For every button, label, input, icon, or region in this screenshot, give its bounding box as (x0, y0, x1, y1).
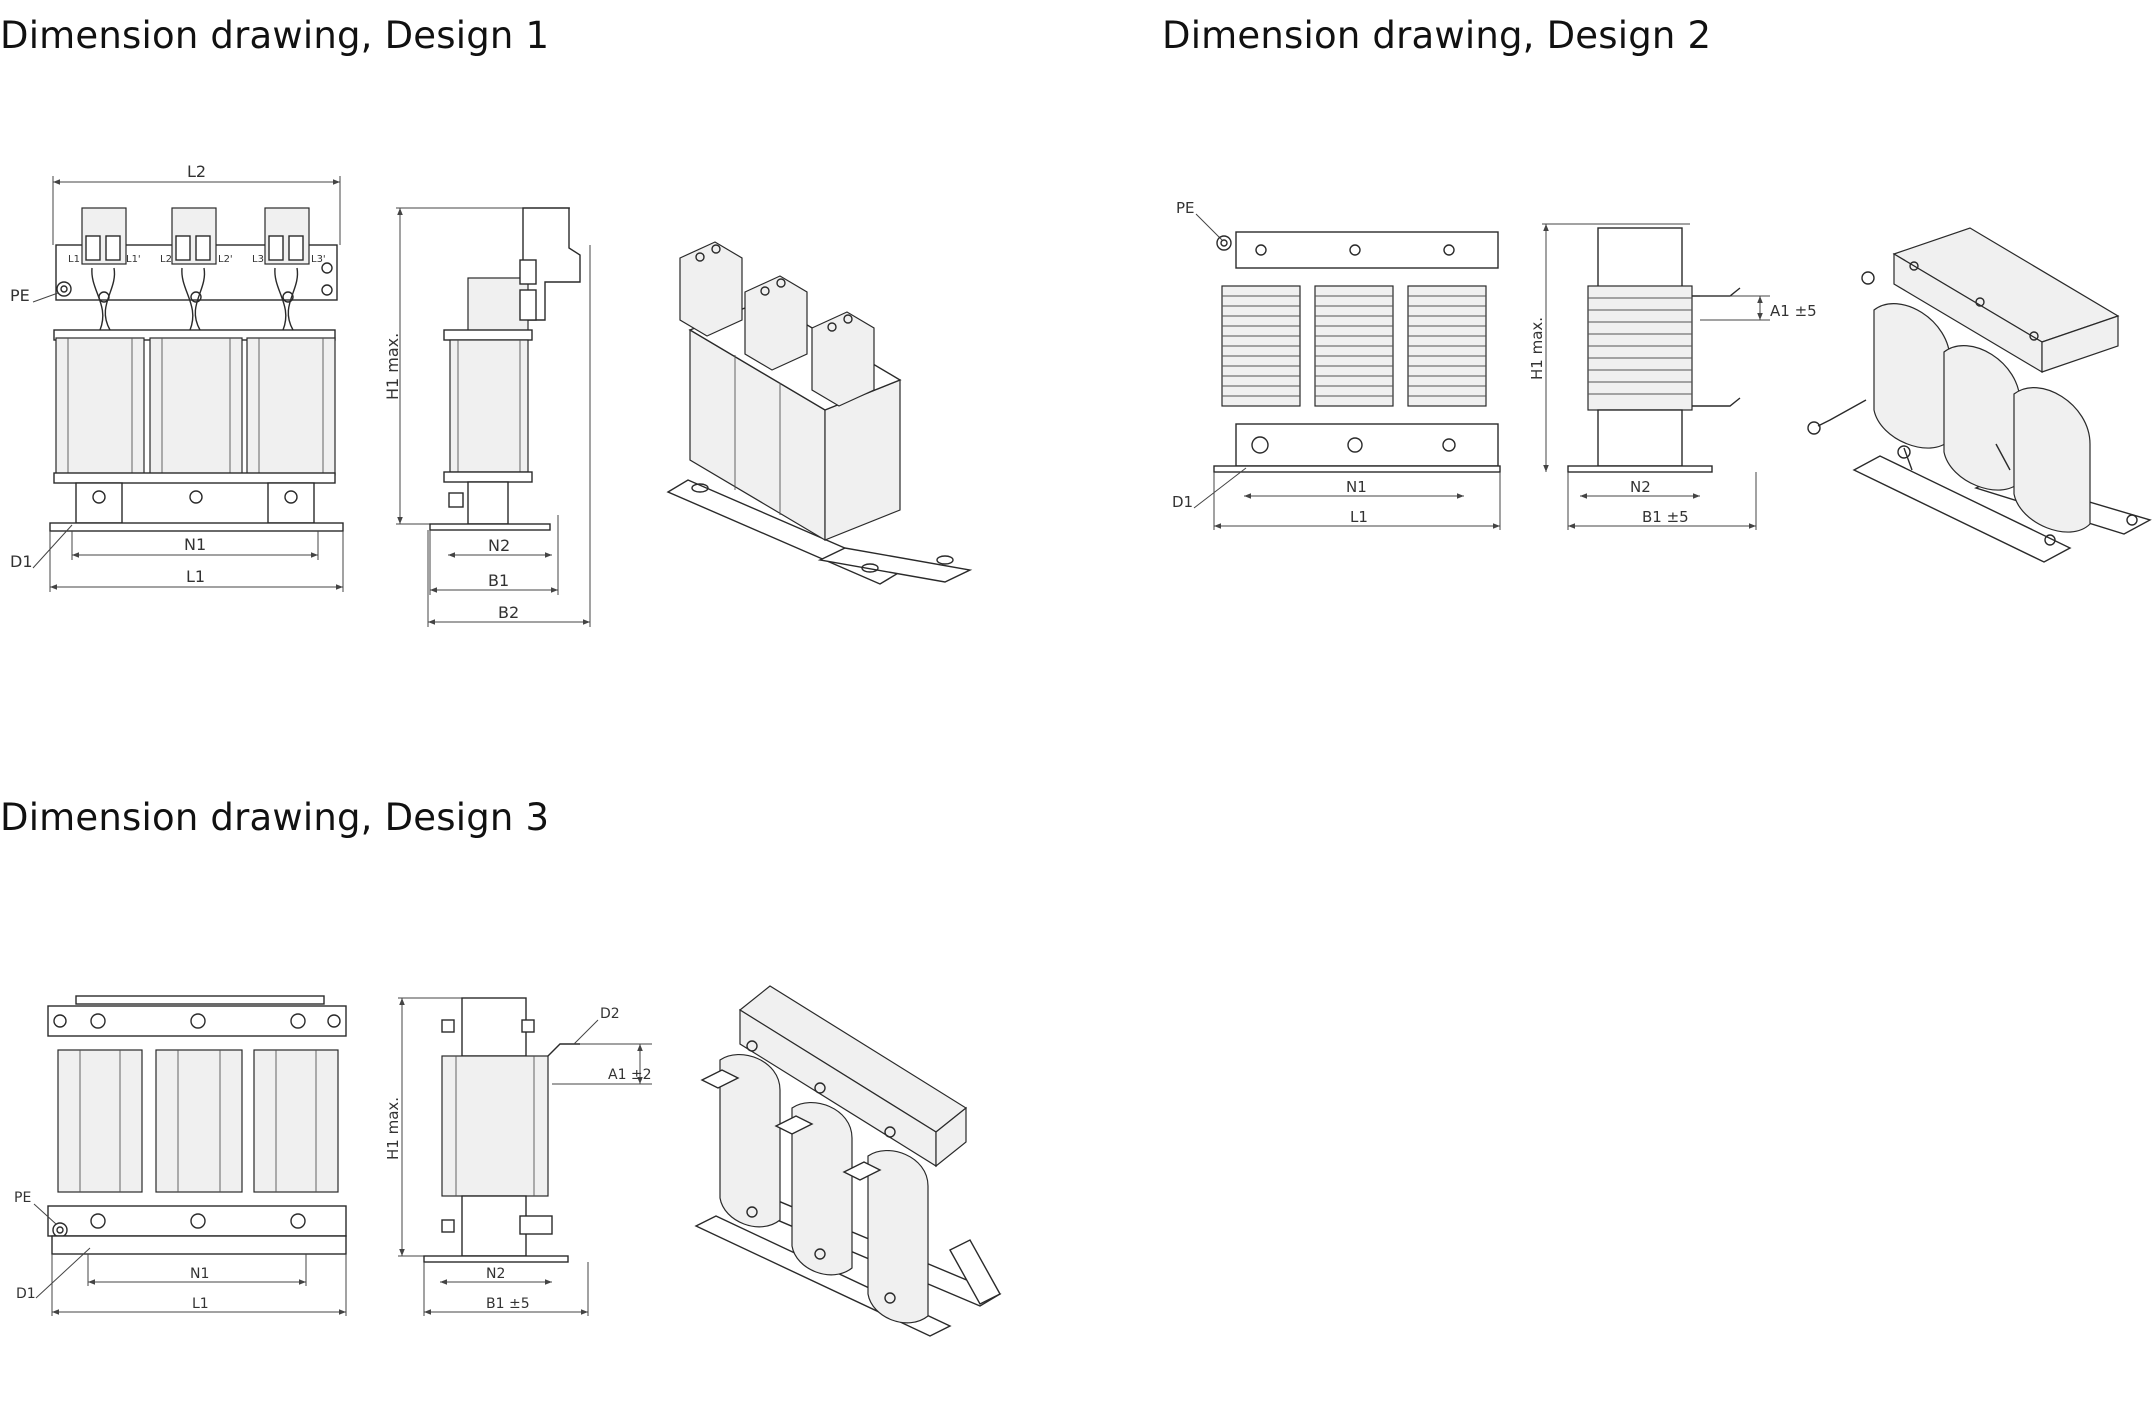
design-3-side-view: H1 max. A1 ±2 D2 N2 B1 ±5 (384, 997, 652, 1316)
d1-term-L2: L2 (160, 254, 172, 265)
d2-B1-label: B1 ±5 (1642, 508, 1689, 526)
design-3-iso-view (694, 985, 1002, 1337)
d2-A1-label: A1 ±5 (1770, 302, 1817, 320)
d1-term-L3: L3 (252, 254, 264, 265)
design-1-iso-view (666, 241, 973, 585)
d1-H1-label: H1 max. (383, 333, 402, 400)
d3-L1-label: L1 (192, 1296, 209, 1312)
design-2-title: Dimension drawing, Design 2 (1162, 14, 1712, 57)
d1-N2-label: N2 (488, 536, 510, 555)
d1-B2-label: B2 (498, 603, 519, 622)
d1-L2-label: L2 (187, 162, 206, 181)
d1-N1-label: N1 (184, 535, 206, 554)
d3-B1-label: B1 ±5 (486, 1296, 530, 1312)
d1-term-L3p: L3' (311, 254, 326, 265)
d3-A1-label: A1 ±2 (608, 1067, 652, 1083)
design-2-iso-view (1807, 227, 2152, 563)
design-2-side-view: H1 max. A1 ±5 N2 B1 ±5 (1528, 223, 1817, 530)
d3-N1-label: N1 (190, 1266, 209, 1282)
d1-term-L1: L1 (68, 254, 80, 265)
d2-L1-label: L1 (1350, 508, 1368, 526)
d2-PE-label: PE (1176, 199, 1195, 217)
d1-PE-label: PE (10, 286, 30, 305)
d3-N2-label: N2 (486, 1266, 505, 1282)
design-2-front-view: PE (1172, 199, 1501, 530)
d3-D2-label: D2 (600, 1006, 620, 1022)
design-1-side-view: H1 max. N2 B1 B2 (383, 207, 591, 627)
d1-term-L1p: L1' (126, 254, 141, 265)
d1-D1-label: D1 (10, 552, 33, 571)
d2-H1-label: H1 max. (1528, 317, 1546, 380)
design-3-front-view: PE N1 L1 D1 (14, 995, 347, 1316)
d1-term-L2p: L2' (218, 254, 233, 265)
d2-D1-label: D1 (1172, 493, 1193, 511)
design-1-title: Dimension drawing, Design 1 (0, 14, 550, 57)
d2-N1-label: N1 (1346, 478, 1367, 496)
d3-D1-label: D1 (16, 1286, 36, 1302)
design-3-title: Dimension drawing, Design 3 (0, 796, 550, 839)
d3-H1-label: H1 max. (384, 1097, 402, 1160)
design-1-front-view: L2 L1 L1' L2 L2' L3 L3' PE (10, 162, 344, 592)
d1-L1-label: L1 (186, 567, 205, 586)
d3-PE-label: PE (14, 1190, 31, 1206)
d1-B1-label: B1 (488, 571, 509, 590)
d2-N2-label: N2 (1630, 478, 1651, 496)
